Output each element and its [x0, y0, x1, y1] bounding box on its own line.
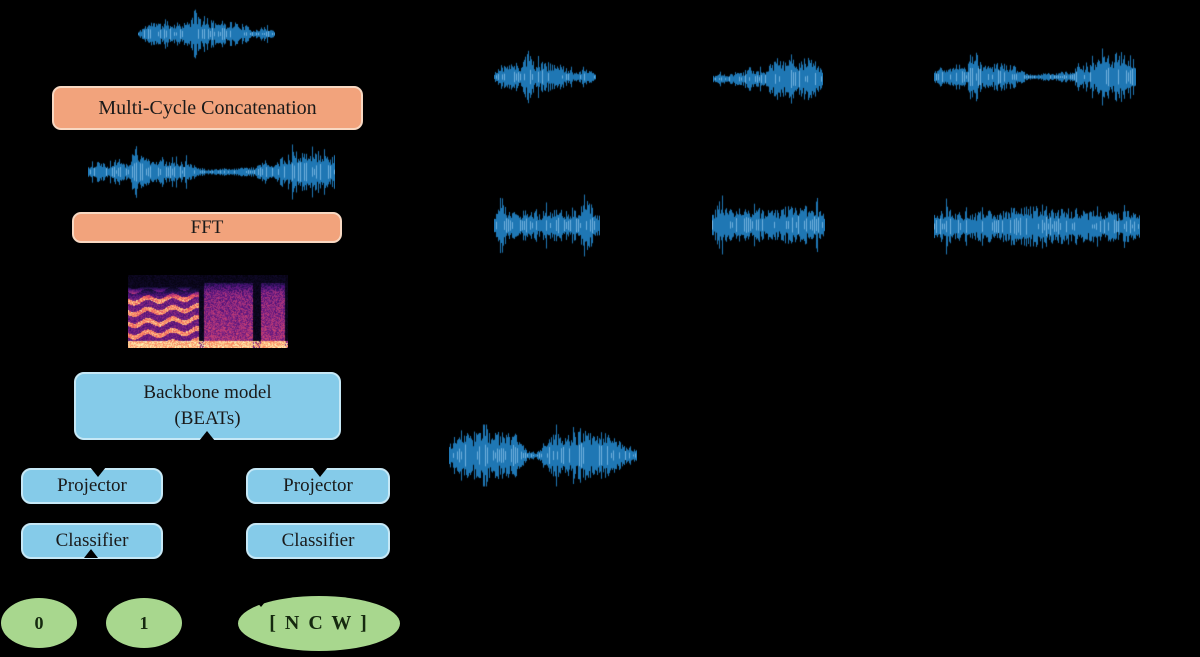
classifier-right-box: Classifier [246, 523, 390, 559]
fft-label: FFT [190, 216, 224, 238]
waveform-right-row1-col2 [713, 54, 823, 104]
classifier-right-label: Classifier [281, 530, 355, 551]
fft-box: FFT [72, 212, 342, 243]
waveform-right-row1-col3 [934, 48, 1136, 106]
waveform-right-row2-col3 [934, 198, 1140, 255]
multi-cycle-concatenation-box: Multi-Cycle Concatenation [52, 86, 363, 130]
waveform-right-row2-col2 [712, 195, 825, 255]
waveform-right-row1-col1 [494, 48, 596, 106]
projector-right-label: Projector [283, 475, 353, 496]
output-ellipse-ncw: [ N C W ] [238, 596, 400, 651]
backbone-model-box: Backbone model (BEATs) [74, 372, 341, 440]
mel-spectrogram [128, 275, 288, 348]
projector-right-box: Projector [246, 468, 390, 504]
output-ellipse-1: 1 [106, 598, 182, 648]
classifier-left-label: Classifier [55, 530, 129, 551]
waveform-right-row2-col1 [494, 194, 600, 257]
output-label-ncw: [ N C W ] [269, 612, 369, 634]
projector-left-label: Projector [57, 475, 127, 496]
output-label-0: 0 [34, 612, 44, 633]
projector-left-box: Projector [21, 468, 163, 504]
waveform-concatenated [88, 144, 335, 200]
output-label-1: 1 [139, 612, 149, 633]
backbone-model-label-line1: Backbone model [143, 382, 272, 404]
waveform-augmented [449, 424, 637, 487]
classifier-left-box: Classifier [21, 523, 163, 559]
output-ellipse-0: 0 [1, 598, 77, 648]
waveform-single-cycle [138, 8, 275, 60]
backbone-model-label-line2: (BEATs) [174, 408, 241, 429]
multi-cycle-concatenation-label: Multi-Cycle Concatenation [98, 96, 317, 119]
